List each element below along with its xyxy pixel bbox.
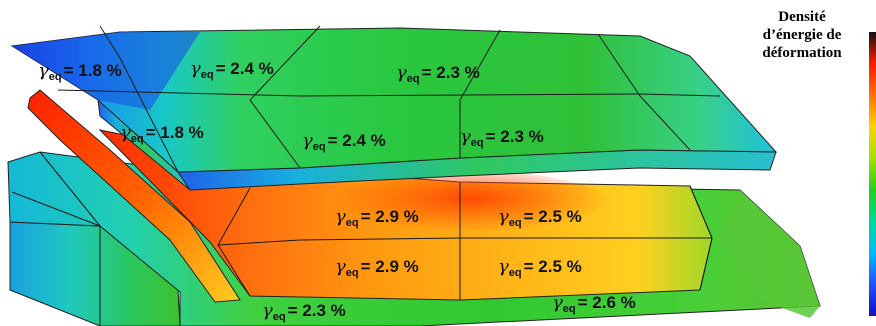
top-plate-surface	[10, 27, 778, 173]
left-edge-strip	[27, 89, 241, 303]
legend-title-line-2: d’énergie de	[762, 27, 842, 43]
label-8: γeq= 2.5 %	[498, 206, 582, 229]
hot-zone	[330, 171, 610, 239]
label-12: γeq= 2.6 %	[552, 292, 636, 315]
label-4: γeq= 1.8 %	[120, 122, 204, 145]
label-11: γeq= 2.3 %	[262, 300, 346, 323]
label-6: γeq= 2.3 %	[460, 126, 544, 149]
legend-title: Densité d’énergie de déformation	[738, 8, 866, 62]
strain-labels: γeq= 1.8 % γeq= 2.4 % γeq= 2.3 % γeq= 1.…	[38, 58, 636, 323]
top-plate-cold-corner	[12, 32, 200, 110]
legend-title-line-1: Densité	[778, 9, 826, 25]
legend-title-line-3: déformation	[762, 45, 842, 61]
label-5: γeq= 2.4 %	[302, 130, 386, 153]
label-7: γeq= 2.9 %	[335, 206, 419, 229]
label-10: γeq= 2.5 %	[498, 256, 582, 279]
label-2: γeq= 2.4 %	[190, 58, 274, 81]
label-9: γeq= 2.9 %	[335, 256, 419, 279]
label-3: γeq= 2.3 %	[396, 62, 480, 85]
color-scale-bar	[869, 32, 876, 316]
mesh-lines	[11, 25, 721, 326]
label-1: γeq= 1.8 %	[38, 60, 122, 83]
bottom-plate-right-edge	[720, 190, 820, 318]
